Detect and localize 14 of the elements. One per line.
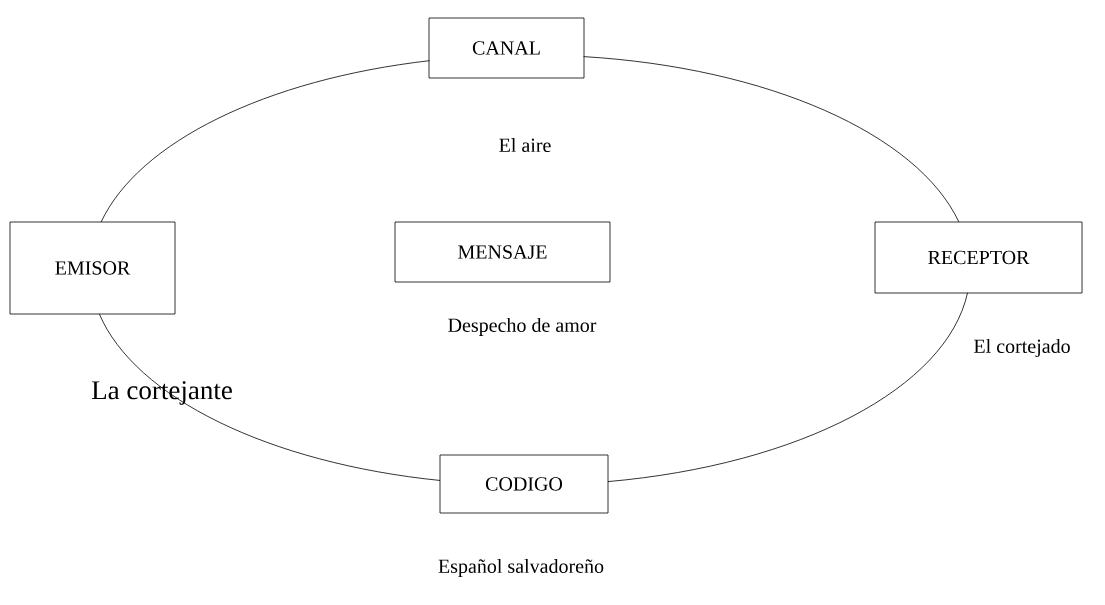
connector-arc — [583, 56, 960, 223]
node-caption: El cortejado — [974, 338, 1070, 358]
connector-arc — [100, 60, 430, 223]
box: CANAL — [428, 17, 585, 79]
node-caption: La cortejante — [91, 381, 232, 405]
box: RECEPTOR — [874, 221, 1083, 294]
connector-arc — [607, 292, 968, 482]
node-caption: Despecho de amor — [448, 317, 597, 337]
node-caption: El aire — [499, 137, 551, 153]
connector-arc — [98, 313, 441, 481]
box: EMISOR — [9, 221, 176, 315]
box: CODIGO — [439, 454, 609, 514]
box: MENSAJE — [394, 221, 611, 283]
node-caption: Español salvadoreño — [438, 558, 604, 578]
